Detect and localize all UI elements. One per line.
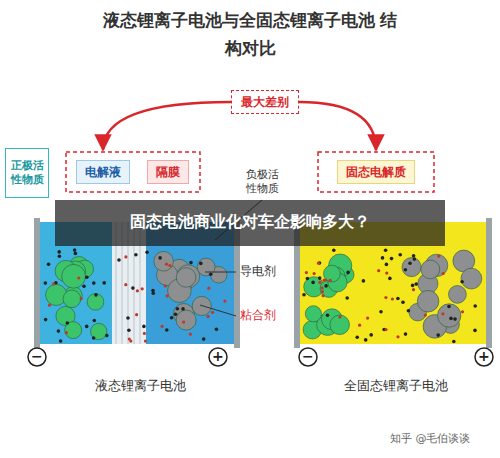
watermark: 知乎 @毛伯谈谈: [390, 432, 471, 446]
leader-line: [200, 305, 236, 316]
terminal-sign: +: [478, 348, 490, 366]
current-collector: [34, 218, 40, 348]
caption-label: 液态锂离子电池: [95, 378, 186, 394]
box-label: 最大差别: [241, 95, 289, 110]
part-label: 导电剂: [240, 264, 276, 279]
terminal: [475, 348, 493, 366]
terminal: [28, 348, 46, 366]
terminal-sign: −: [302, 348, 314, 366]
highlight-box: 最大差别: [231, 90, 299, 114]
component-box: 电解液: [76, 160, 130, 184]
curved-arrow: [299, 102, 376, 150]
part-label: 负极活性物质: [242, 168, 282, 196]
caption-label: 全固态锂离子电池: [344, 378, 448, 394]
terminal: [209, 348, 227, 366]
component-box: 隔膜: [147, 160, 189, 184]
overlay-banner: [55, 200, 445, 246]
box-label: 隔膜: [156, 165, 180, 180]
terminal-sign: −: [31, 348, 43, 366]
current-collector: [486, 218, 492, 348]
terminal-sign: +: [212, 348, 224, 366]
difference-group: [318, 152, 434, 192]
curved-arrow: [103, 102, 231, 150]
box-label: 电解液: [85, 165, 121, 180]
part-label: 粘合剂: [240, 308, 276, 323]
particles: [302, 249, 482, 344]
diagram-title: 液态锂离子电池与全固态锂离子电池 结构对比: [95, 6, 405, 62]
overlay-text: 固态电池商业化对车企影响多大？: [130, 212, 370, 232]
terminal: [299, 348, 317, 366]
leader-line: [205, 272, 236, 273]
label-box: 正极活性物质: [5, 148, 49, 198]
box-label: 固态电解质: [346, 165, 406, 180]
particles: [44, 248, 228, 343]
box-label: 正极活性物质: [11, 159, 44, 187]
difference-group: [66, 152, 200, 192]
component-box: 固态电解质: [337, 160, 415, 184]
